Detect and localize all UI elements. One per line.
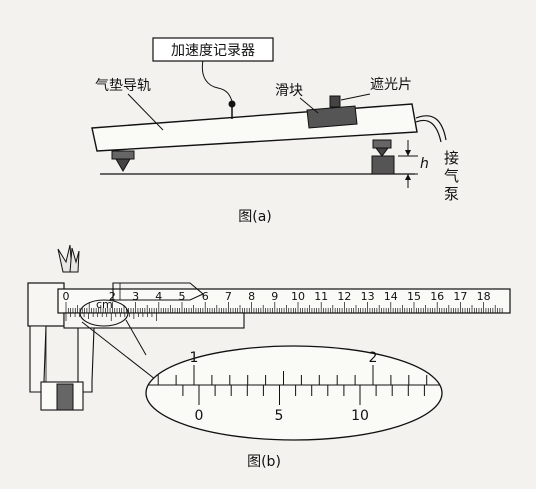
vernier-slider bbox=[63, 312, 245, 329]
zoom-vernier-label-5: 5 bbox=[275, 408, 284, 424]
caption-a: 图(a) bbox=[238, 209, 272, 225]
main-scale-label-12: 12 bbox=[337, 290, 351, 303]
zoom-source-circle bbox=[79, 299, 129, 327]
vernier-scale-ticks bbox=[65, 313, 157, 321]
recorder-label-box bbox=[152, 37, 274, 62]
height-dimension: h bbox=[398, 140, 429, 188]
main-scale-label-3: 3 bbox=[132, 290, 139, 303]
zoom-ellipse bbox=[145, 345, 443, 441]
main-scale-label-6: 6 bbox=[202, 290, 209, 303]
zoom-main-label-2: 2 bbox=[369, 350, 378, 366]
main-scale-labels: 0 2 3 4 5 6 7 8 9 10 11 12 13 14 15 16 17 18 bbox=[63, 290, 491, 303]
caption-b: 图(b) bbox=[247, 454, 281, 470]
main-scale-label-11: 11 bbox=[314, 290, 328, 303]
shutter-label: 遮光片 bbox=[370, 77, 412, 93]
main-scale-label-2: 2 bbox=[109, 290, 116, 303]
main-scale-label-13: 13 bbox=[361, 290, 375, 303]
main-scale-label-15: 15 bbox=[407, 290, 421, 303]
main-scale-label-5: 5 bbox=[179, 290, 186, 303]
left-support bbox=[111, 150, 135, 172]
pump-label-1: 接 bbox=[444, 149, 459, 167]
recorder-knob bbox=[228, 100, 236, 108]
main-scale-label-18: 18 bbox=[477, 290, 491, 303]
zoom-main-ticks bbox=[157, 365, 428, 385]
shutter-plate bbox=[329, 95, 341, 108]
zoom-leader-1 bbox=[81, 321, 161, 384]
pump-label-2: 气 bbox=[444, 167, 459, 185]
main-scale-label-7: 7 bbox=[225, 290, 232, 303]
vernier-upper-plate bbox=[112, 282, 205, 301]
inner-jaw-moving bbox=[69, 247, 80, 273]
rail-label: 气垫导轨 bbox=[95, 78, 151, 94]
recorder-label: 加速度记录器 bbox=[171, 43, 255, 59]
main-scale-label-8: 8 bbox=[248, 290, 255, 303]
main-scale-label-10: 10 bbox=[291, 290, 305, 303]
zoom-vernier-label-0: 0 bbox=[195, 408, 204, 424]
pump-label-3: 泵 bbox=[444, 185, 459, 203]
zoom-main-label-1: 1 bbox=[190, 350, 199, 366]
rail-leader bbox=[127, 93, 164, 131]
zoom-leader-2 bbox=[125, 319, 147, 356]
recorder-wire bbox=[201, 59, 233, 102]
main-scale-label-0: 0 bbox=[63, 290, 70, 303]
air-track-rail bbox=[91, 103, 418, 152]
height-label: h bbox=[420, 156, 429, 172]
measured-object bbox=[56, 383, 74, 411]
main-scale-label-17: 17 bbox=[453, 290, 467, 303]
main-scale-label-9: 9 bbox=[271, 290, 278, 303]
zoom-vernier-ticks bbox=[182, 385, 425, 405]
slider-block bbox=[306, 105, 358, 129]
right-support bbox=[371, 139, 395, 175]
main-scale-label-16: 16 bbox=[430, 290, 444, 303]
main-scale-label-14: 14 bbox=[384, 290, 398, 303]
figure-b: 0 2 3 4 5 6 7 8 9 10 11 12 13 14 15 16 17 18 cm 1 2 0 5 1… bbox=[27, 244, 511, 470]
spacer-block bbox=[371, 155, 395, 175]
unit-label: cm bbox=[96, 298, 113, 311]
air-hose bbox=[415, 115, 447, 141]
zoom-vernier-label-10: 10 bbox=[351, 408, 369, 424]
main-scale-ticks bbox=[65, 302, 503, 313]
figure-a: 加速度记录器 气垫导轨 滑块 遮光片 h 接 气 泵 图(a) bbox=[91, 37, 459, 225]
main-scale-label-4: 4 bbox=[155, 290, 162, 303]
slider-label: 滑块 bbox=[275, 82, 303, 99]
